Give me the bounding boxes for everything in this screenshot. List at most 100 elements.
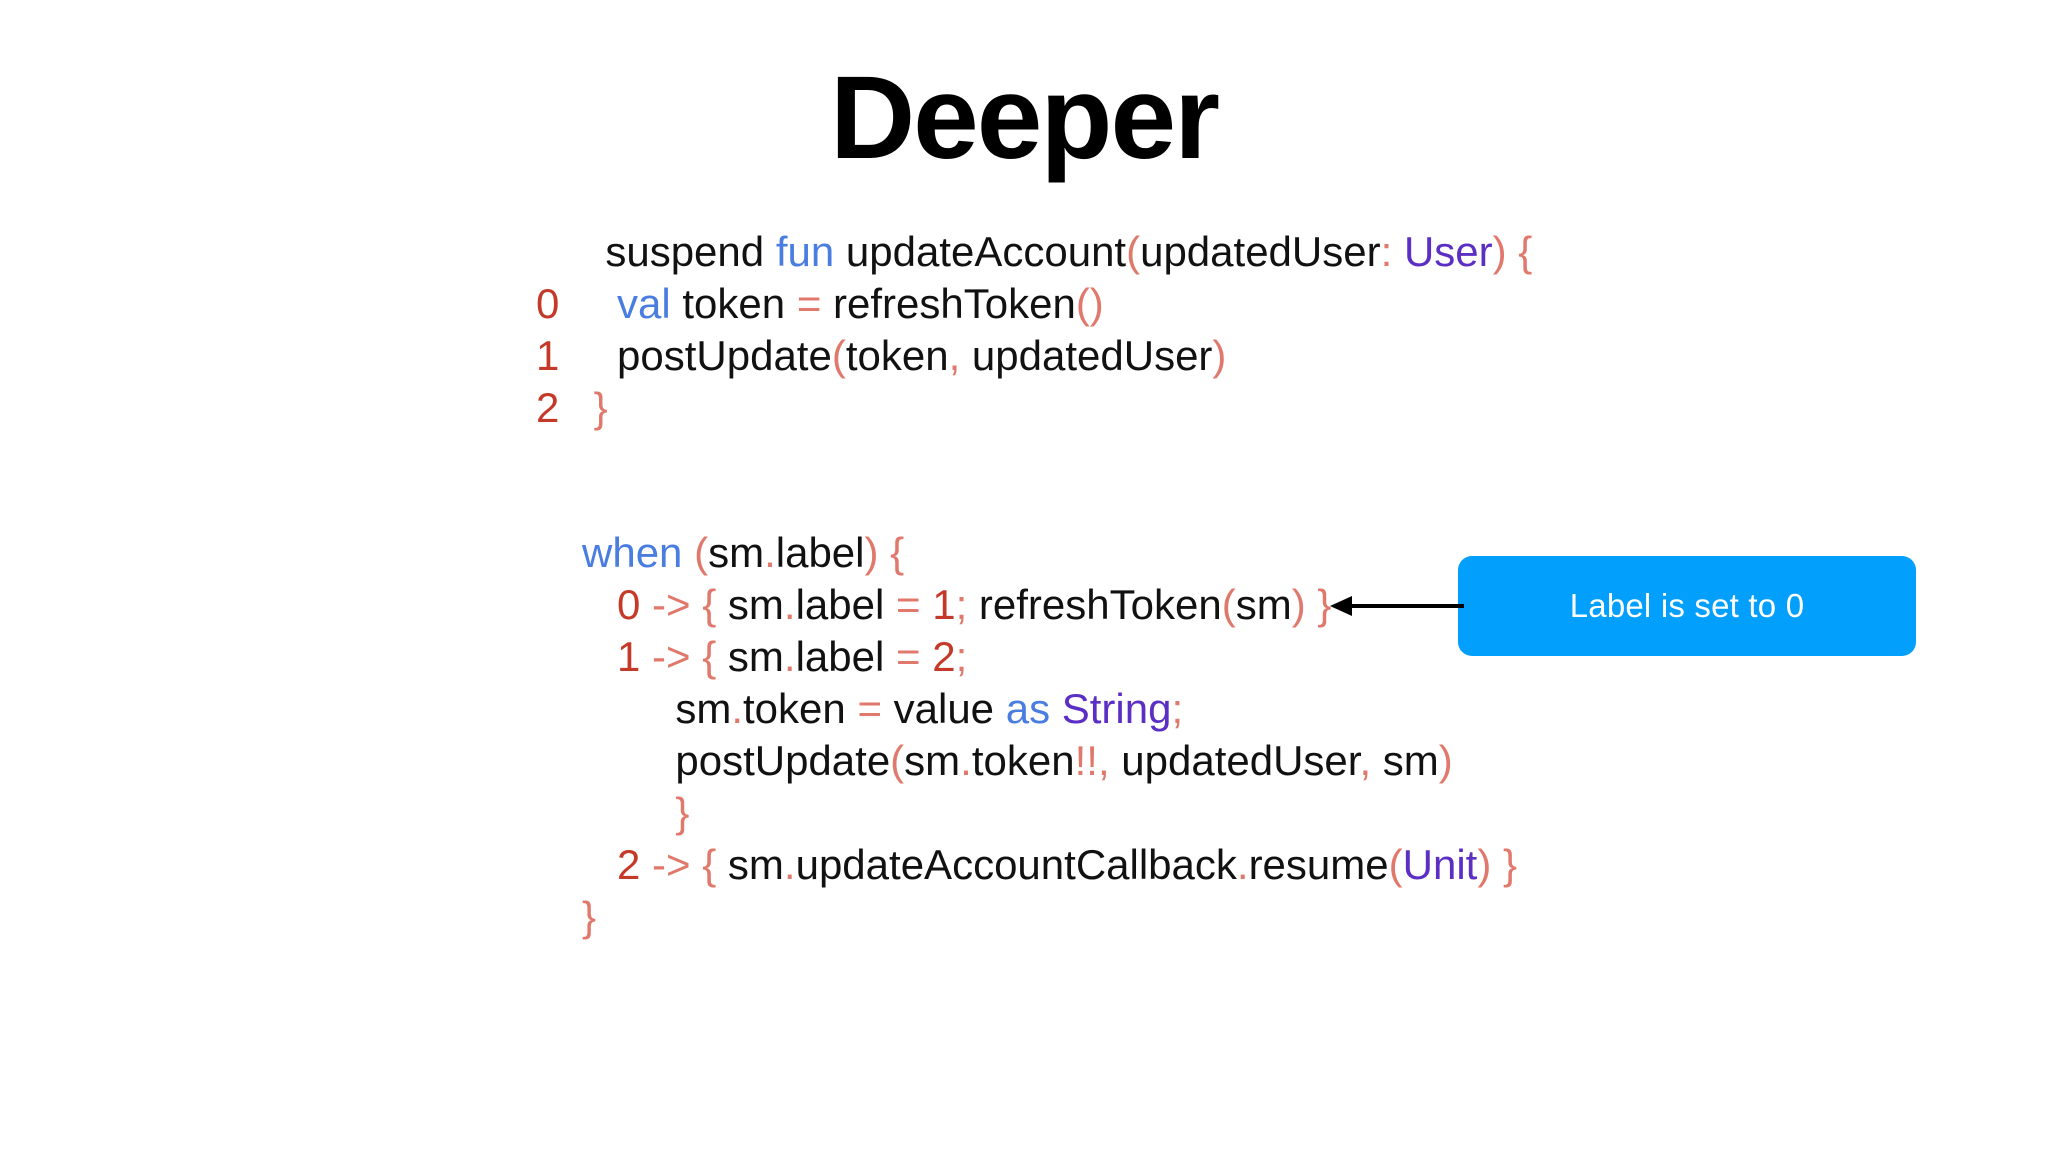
code-token-plain: sm xyxy=(1371,737,1439,784)
code-token-plain xyxy=(682,529,694,576)
code-token-num: 0 xyxy=(617,581,641,628)
line-number-gutter: 0 xyxy=(536,280,560,327)
code-token-plain xyxy=(921,633,933,680)
code-token-plain: label xyxy=(795,633,896,680)
code-token-plain: sm xyxy=(716,841,784,888)
code-token-plain xyxy=(691,841,703,888)
code-token-plain: token xyxy=(670,280,797,327)
code-token-type: User xyxy=(1403,228,1493,275)
code-token-punc: . xyxy=(764,529,776,576)
code-token-plain xyxy=(879,529,891,576)
code-token-plain: postUpdate xyxy=(582,737,891,784)
code-token-punc: ) xyxy=(864,529,879,576)
code-token-plain xyxy=(640,841,652,888)
code-token-plain: refreshToken xyxy=(821,280,1076,327)
code-token-punc: } xyxy=(582,893,597,940)
code-token-plain: sm xyxy=(904,737,961,784)
code-token-plain xyxy=(1050,685,1062,732)
code-token-plain: value xyxy=(881,685,1006,732)
code-block-suspend-function: suspend fun updateAccount(updatedUser: U… xyxy=(536,226,1532,434)
code-token-punc: ( xyxy=(694,529,709,576)
code-token-type: String xyxy=(1061,685,1172,732)
code-token-plain: token xyxy=(971,737,1075,784)
callout-label: Label is set to 0 xyxy=(1569,587,1805,624)
code-token-plain: sm xyxy=(716,633,784,680)
code-line: postUpdate(sm.token!!, updatedUser, sm) xyxy=(536,735,1517,787)
code-token-plain xyxy=(1392,228,1404,275)
code-token-plain: sm xyxy=(1235,581,1292,628)
code-token-punc: ) xyxy=(1477,841,1492,888)
code-token-plain xyxy=(1491,841,1503,888)
code-token-punc: { xyxy=(702,841,717,888)
code-token-punc: , xyxy=(1097,737,1110,784)
code-token-punc: ) xyxy=(1492,228,1507,275)
code-token-punc: . xyxy=(960,737,972,784)
code-token-punc: , xyxy=(1359,737,1372,784)
code-token-punc: . xyxy=(1236,841,1249,888)
code-line: suspend fun updateAccount(updatedUser: U… xyxy=(536,226,1532,278)
code-token-plain: refreshToken xyxy=(967,581,1222,628)
code-token-punc: -> xyxy=(652,633,691,680)
code-token-punc: . xyxy=(783,581,796,628)
code-line: 2 } xyxy=(536,382,1532,434)
code-token-punc: !! xyxy=(1074,737,1098,784)
code-token-punc: { xyxy=(702,633,717,680)
code-token-plain: updateAccountCallback xyxy=(795,841,1237,888)
code-token-type: Unit xyxy=(1402,841,1478,888)
code-token-punc: = xyxy=(796,280,822,327)
code-token-plain xyxy=(691,581,703,628)
code-token-punc: : xyxy=(1380,228,1393,275)
code-token-punc: . xyxy=(783,841,796,888)
code-token-punc: } xyxy=(675,789,690,836)
code-line: } xyxy=(536,891,1517,943)
code-token-plain xyxy=(582,384,594,431)
code-token-plain: updatedUser xyxy=(1140,228,1381,275)
code-token-num: 2 xyxy=(932,633,956,680)
code-line: 0 val token = refreshToken() xyxy=(536,278,1532,330)
code-token-punc: } xyxy=(1317,581,1332,628)
code-line: 1 postUpdate(token, updatedUser) xyxy=(536,330,1532,382)
code-token-plain: token xyxy=(743,685,858,732)
code-token-plain xyxy=(1507,228,1519,275)
code-token-punc: } xyxy=(593,384,608,431)
code-token-punc: ; xyxy=(1171,685,1184,732)
code-token-num: 2 xyxy=(617,841,641,888)
code-line: } xyxy=(536,787,1517,839)
code-token-punc: , xyxy=(948,332,961,379)
code-token-punc: ) xyxy=(1212,332,1227,379)
code-token-plain: label xyxy=(775,529,865,576)
code-token-plain: updatedUser xyxy=(1109,737,1360,784)
code-line: 1 -> { sm.label = 2; xyxy=(536,631,1517,683)
code-token-plain xyxy=(582,280,617,327)
line-number-gutter: 1 xyxy=(536,332,560,379)
code-token-plain xyxy=(582,581,617,628)
code-token-punc: { xyxy=(702,581,717,628)
code-token-kw: as xyxy=(1005,685,1051,732)
code-token-plain: sm xyxy=(582,685,732,732)
code-token-kw: val xyxy=(617,280,671,327)
code-token-plain: updateAccount xyxy=(834,228,1127,275)
code-token-kw: when xyxy=(582,529,683,576)
code-token-punc: ( xyxy=(1388,841,1403,888)
code-token-plain xyxy=(691,633,703,680)
code-token-punc: ) xyxy=(1438,737,1453,784)
code-line: 0 -> { sm.label = 1; refreshToken(sm) } xyxy=(536,579,1517,631)
code-line: when (sm.label) { xyxy=(536,527,1517,579)
code-token-punc: } xyxy=(1503,841,1518,888)
page-title: Deeper xyxy=(829,52,1220,184)
code-token-plain xyxy=(921,581,933,628)
code-token-punc: ( xyxy=(1221,581,1236,628)
code-token-plain: sm xyxy=(716,581,784,628)
code-token-punc: { xyxy=(1518,228,1533,275)
code-token-punc: . xyxy=(731,685,744,732)
callout-arrow-icon xyxy=(1330,596,1464,616)
code-token-plain xyxy=(582,789,675,836)
code-block-state-machine-when: when (sm.label) { 0 -> { sm.label = 1; r… xyxy=(536,527,1517,943)
code-token-plain: updatedUser xyxy=(960,332,1213,379)
code-token-punc: . xyxy=(783,633,796,680)
code-line: sm.token = value as String; xyxy=(536,683,1517,735)
code-token-punc: ( xyxy=(831,332,846,379)
callout-box-label-set: Label is set to 0 xyxy=(1458,556,1916,656)
code-token-plain: token xyxy=(845,332,949,379)
code-token-plain xyxy=(1306,581,1318,628)
